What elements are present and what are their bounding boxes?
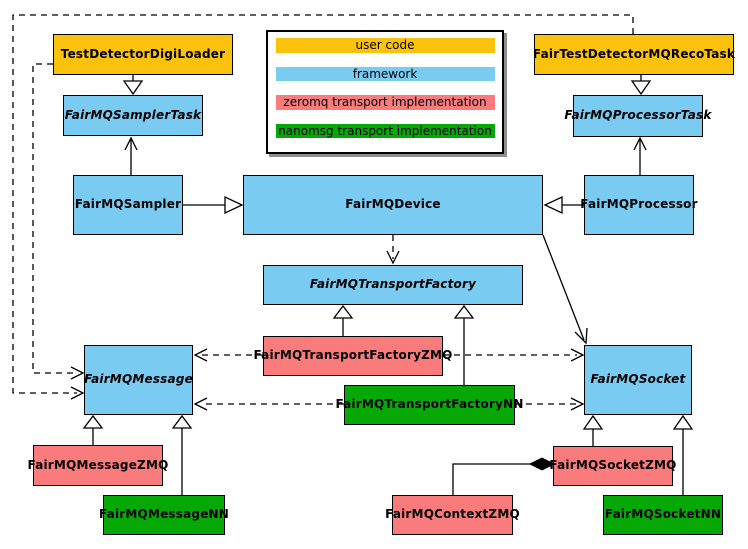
node-fairmqsocketzmq: FairMQSocketZMQ	[549, 446, 676, 486]
legend-item-user-code: user code	[275, 38, 495, 53]
edge-sampler-device-inheritance	[183, 195, 244, 215]
edge-socketzmq-socket-inheritance	[582, 414, 604, 446]
node-fairtestdetectormqrecotask: FairTestDetectorMQRecoTask	[533, 34, 735, 75]
legend: user code framework zeromq transport imp…	[266, 30, 504, 154]
edge-factoryzmq-factory-inheritance	[332, 304, 354, 336]
edge-messagenn-message-inheritance	[171, 414, 193, 495]
edge-device-transportfactory-dependency	[386, 235, 400, 265]
edge-device-socket-arrow	[542, 234, 588, 345]
edge-factorynn-message-dependency	[193, 397, 344, 411]
node-fairmqsamplertask: FairMQSamplerTask	[63, 95, 203, 136]
legend-item-framework: framework	[275, 66, 495, 81]
legend-item-zeromq: zeromq transport implementation	[275, 95, 495, 110]
edge-digiloader-samplertask-inheritance	[122, 74, 144, 96]
edge-sampler-samplertask-arrow	[124, 136, 138, 175]
node-fairmqmessage: FairMQMessage	[84, 345, 193, 415]
node-fairmqtransportfactory: FairMQTransportFactory	[263, 265, 523, 305]
node-fairmqsampler: FairMQSampler	[73, 175, 183, 235]
node-fairmqsocket: FairMQSocket	[584, 345, 692, 415]
node-fairmqsocketnn: FairMQSocketNN	[603, 495, 723, 535]
legend-item-nanomsg: nanomsg transport implementation	[275, 123, 495, 138]
node-fairmqmessagenn: FairMQMessageNN	[99, 495, 229, 535]
edge-contextzmq-socketzmq-composition	[452, 457, 556, 495]
node-fairmqprocessortask: FairMQProcessorTask	[564, 95, 711, 137]
node-fairmqcontextzmq: FairMQContextZMQ	[385, 495, 520, 535]
edge-recotask-processortask-inheritance	[630, 74, 652, 96]
edge-socketnn-socket-inheritance	[672, 414, 694, 495]
node-testdetectordigiloader: TestDetectorDigiLoader	[53, 34, 233, 75]
edge-factoryzmq-socket-dependency	[443, 348, 585, 362]
edge-digiloader-message-dependency	[32, 63, 85, 380]
edge-processor-processortask-arrow	[633, 136, 647, 175]
edge-recotask-message-dependency	[12, 14, 634, 400]
node-fairmqtransportfactoryzmq: FairMQTransportFactoryZMQ	[253, 336, 452, 376]
edge-processor-device-inheritance	[543, 195, 584, 215]
node-fairmqtransportfactorynn: FairMQTransportFactoryNN	[335, 385, 523, 425]
edge-factorynn-socket-dependency	[515, 397, 585, 411]
node-fairmqdevice: FairMQDevice	[243, 175, 543, 235]
edge-messagezmq-message-inheritance	[82, 414, 104, 445]
node-fairmqmessagezmq: FairMQMessageZMQ	[28, 445, 168, 486]
edge-factorynn-factory-inheritance	[453, 304, 475, 385]
node-fairmqprocessor: FairMQProcessor	[580, 175, 698, 235]
edge-factoryzmq-message-dependency	[193, 348, 263, 362]
